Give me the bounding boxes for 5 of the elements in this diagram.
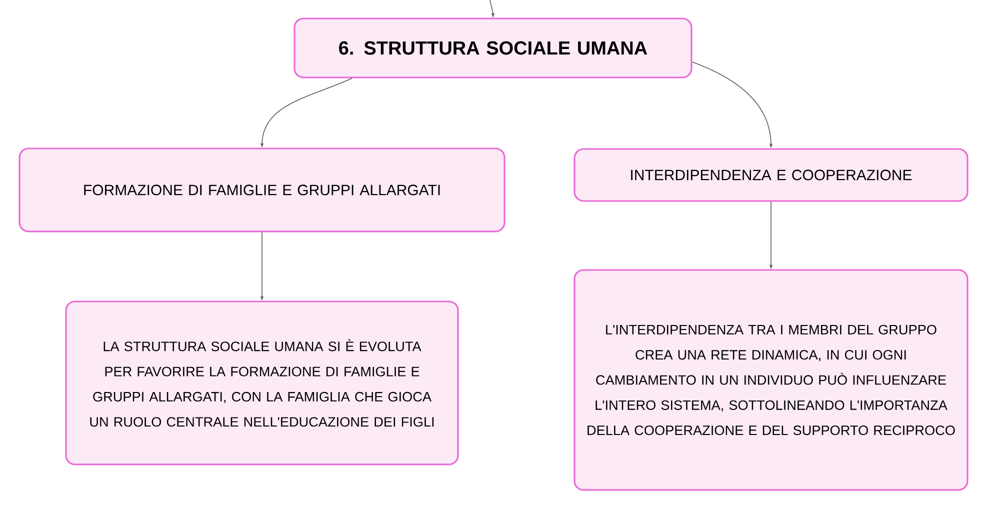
description-box: L'INTERDIPENDENZA TRA I MEMBRI DEL GRUPPO CREA UNA RETE DINAMICA, IN CUI OGNI CAMBIAMENTO IN UN INDIVIDUO PUÒ INFLUENZARE L'INTERO SISTEMA, SOTTOLINEANDO L'IMPORTANZA DELLA COOPERAZIONE E DEL SUPPORTO RECIPROCO bbox=[574, 269, 968, 491]
topic-box: FORMAZIONE DI FAMIGLIE E GRUPPI ALLARGATI bbox=[18, 148, 506, 232]
title-box: 6. STRUTTURA SOCIALE UMANA bbox=[294, 18, 692, 78]
description-box: LA STRUTTURA SOCIALE UMANA SI È EVOLUTA PER FAVORIRE LA FORMAZIONE DI FAMIGLIE E GRUPPI ALLARGATI, CON LA FAMIGLIA CHE GIOCA UN RUOLO CENTRALE NELL'EDUCAZIONE DEI FIGLI bbox=[65, 300, 459, 466]
topic-box: INTERDIPENDENZA E COOPERAZIONE bbox=[574, 148, 968, 202]
